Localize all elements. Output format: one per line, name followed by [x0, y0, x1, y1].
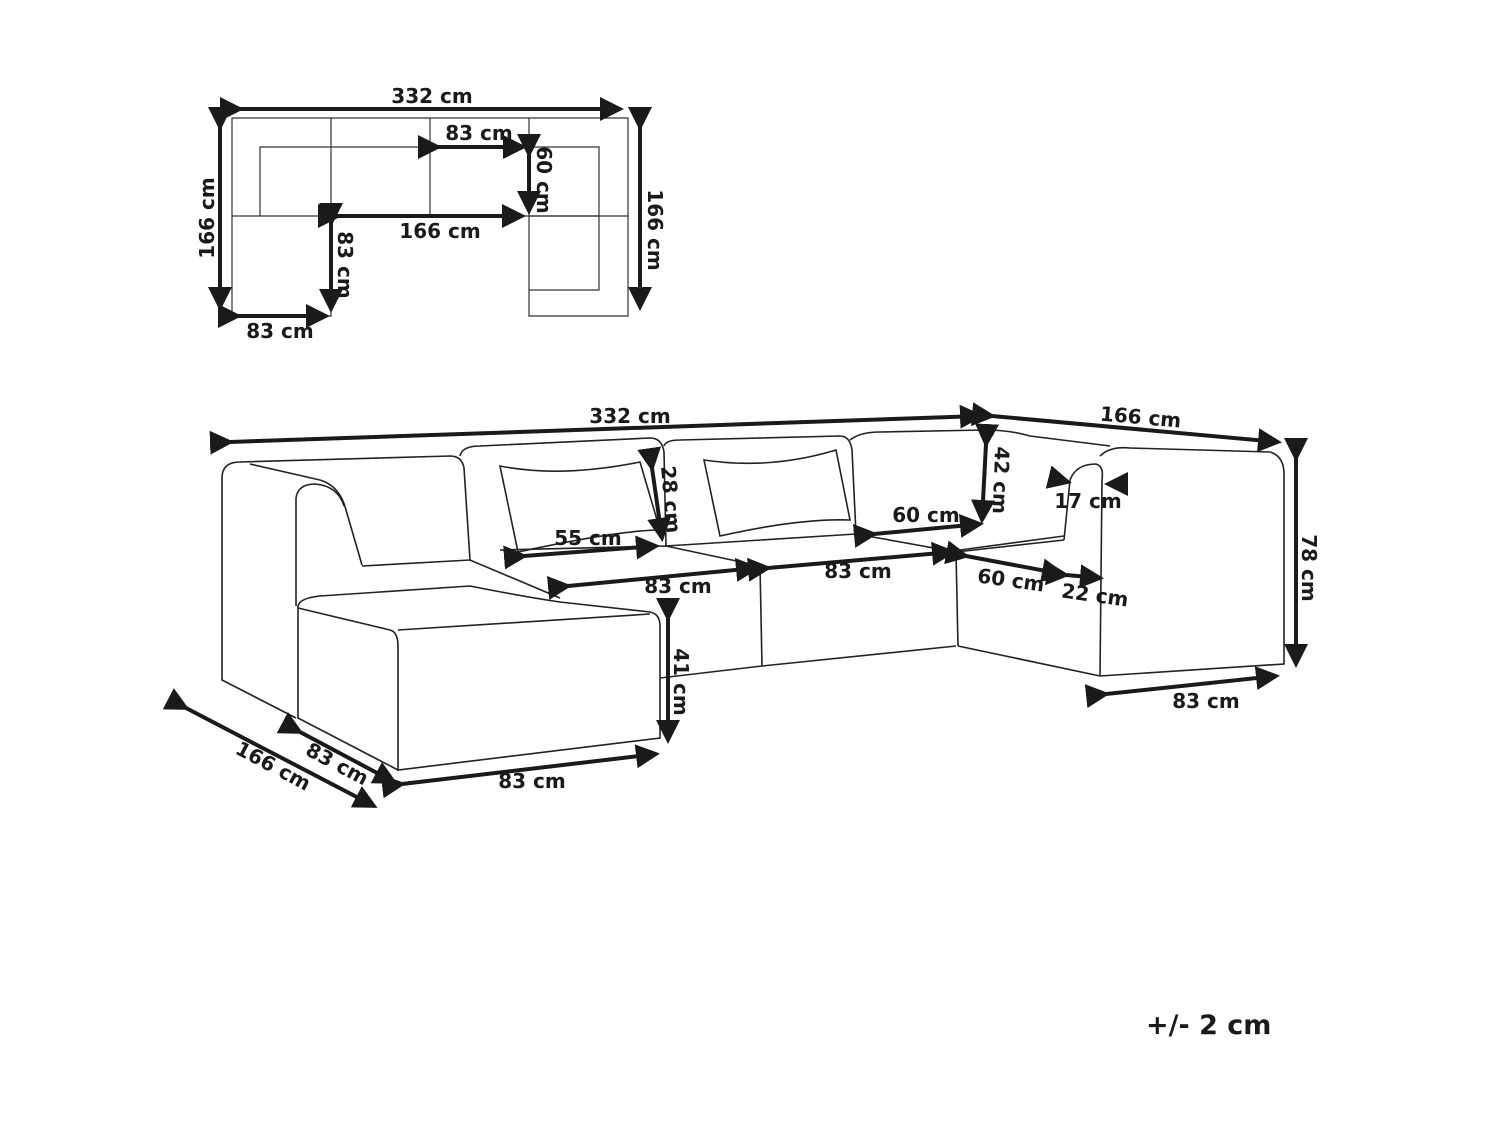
top-total-width: 332 cm [391, 84, 472, 108]
top-inner-seat-depth: 60 cm [532, 146, 556, 214]
persp-total-width: 332 cm [589, 404, 670, 428]
persp-module-width-1: 83 cm [644, 574, 712, 598]
persp-left-depth: 166 cm [232, 736, 315, 795]
top-right-depth: 166 cm [643, 189, 667, 270]
persp-armrest-depth: 22 cm [1060, 578, 1130, 611]
persp-chaise-front-width: 83 cm [498, 769, 566, 793]
persp-cushion-width: 55 cm [554, 526, 622, 550]
top-inner-seat-width: 83 cm [445, 121, 513, 145]
persp-total-height: 78 cm [1297, 534, 1321, 602]
top-chaise-depth: 83 cm [333, 231, 357, 299]
persp-corner-seat-width: 60 cm [892, 503, 960, 527]
persp-backrest-height: 42 cm [988, 446, 1014, 514]
persp-chaise-side: 83 cm [302, 737, 373, 790]
persp-module-width-2: 83 cm [824, 559, 892, 583]
persp-cushion-height: 28 cm [656, 465, 686, 534]
persp-seat-height: 41 cm [669, 648, 693, 716]
top-chaise-width: 83 cm [246, 319, 314, 343]
top-left-depth: 166 cm [195, 177, 219, 258]
persp-armrest-width: 17 cm [1054, 489, 1122, 513]
top-view: 332 cm 166 cm 166 cm 83 cm 60 cm 166 cm … [195, 84, 667, 343]
perspective-view: 332 cm 166 cm 28 cm 55 cm 83 cm 83 cm 42… [162, 402, 1321, 808]
persp-right-module-width: 83 cm [1172, 689, 1240, 713]
top-inner-opening: 166 cm [399, 219, 480, 243]
tolerance-note: +/- 2 cm [1146, 1010, 1272, 1041]
